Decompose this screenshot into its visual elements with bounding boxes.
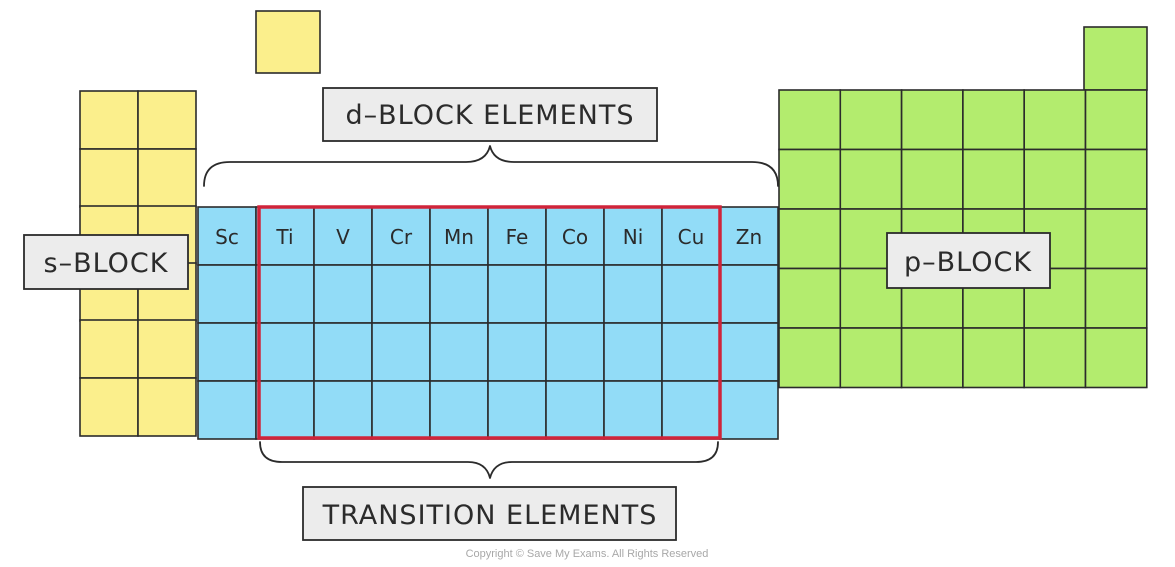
p-block-cell: [900, 148, 964, 210]
d-block-cell: [197, 322, 257, 382]
p-block-cell: [900, 327, 964, 389]
d-block-cell: [371, 380, 431, 440]
p-block-cell: [839, 327, 903, 389]
d-block-cell: [313, 264, 373, 324]
s-block-cell: [79, 377, 139, 437]
s-block-cell: [79, 90, 139, 150]
d-block-cell: [661, 380, 721, 440]
d-block-cell: [545, 322, 605, 382]
p-block-cell: [778, 267, 842, 329]
p-block-cells: [778, 89, 1148, 389]
element-symbol-zn: Zn: [736, 225, 762, 249]
helium-cell: [1083, 26, 1148, 91]
svg-text:TRANSITION ELEMENTS: TRANSITION ELEMENTS: [322, 500, 658, 531]
p-block-cell: [778, 89, 842, 151]
d-block-cell: [197, 380, 257, 440]
element-symbol-mn: Mn: [444, 225, 474, 249]
d-block-cell: [371, 264, 431, 324]
p-block-cell: [1023, 89, 1087, 151]
d-block-cell: [255, 380, 315, 440]
element-symbol-fe: Fe: [506, 225, 529, 249]
d-block-cell: [487, 380, 547, 440]
d-block-cells: [197, 206, 779, 440]
p-block-cell: [778, 148, 842, 210]
p-block-label: p–BLOCK: [886, 232, 1051, 289]
d-block-cell: [603, 322, 663, 382]
element-symbol-sc: Sc: [215, 225, 239, 249]
svg-text:s–BLOCK: s–BLOCK: [44, 248, 169, 279]
d-block-symbols: Sc Ti V Cr Mn Fe Co Ni Cu Zn: [215, 225, 762, 249]
p-block-cell: [1084, 148, 1148, 210]
d-block-cell: [429, 380, 489, 440]
p-block-cell: [839, 148, 903, 210]
p-block-cell: [1084, 89, 1148, 151]
d-block-cell: [313, 322, 373, 382]
p-block-cell: [839, 89, 903, 151]
transition-elements-outline: [257, 205, 722, 440]
p-block-cell: [962, 89, 1026, 151]
d-block-cell: [719, 264, 779, 324]
d-block-cell: [371, 206, 431, 266]
d-block-cell: [603, 206, 663, 266]
p-block-cell: [962, 327, 1026, 389]
d-block-cell: [545, 264, 605, 324]
p-block-cell: [1084, 267, 1148, 329]
d-block-brace: [203, 145, 779, 187]
element-symbol-ti: Ti: [275, 225, 293, 249]
d-block-cell: [603, 380, 663, 440]
element-symbol-ni: Ni: [623, 225, 644, 249]
s-block-cell: [137, 90, 197, 150]
element-symbol-cr: Cr: [390, 225, 413, 249]
d-block-cell: [255, 322, 315, 382]
d-block-cell: [719, 206, 779, 266]
p-block-cell: [1084, 327, 1148, 389]
d-block-cell: [255, 264, 315, 324]
d-block-cell: [429, 264, 489, 324]
svg-text:p–BLOCK: p–BLOCK: [904, 247, 1032, 278]
p-block-cell: [962, 148, 1026, 210]
d-block-cell: [661, 322, 721, 382]
d-block-cell: [719, 322, 779, 382]
s-block-cell: [79, 319, 139, 379]
s-block-cell: [137, 377, 197, 437]
svg-text:d–BLOCK ELEMENTS: d–BLOCK ELEMENTS: [346, 100, 635, 131]
p-block-cell: [900, 89, 964, 151]
s-block-label: s–BLOCK: [23, 234, 189, 290]
copyright-text: Copyright © Save My Exams. All Rights Re…: [466, 548, 709, 560]
d-block-cell: [545, 206, 605, 266]
d-block-cell: [197, 264, 257, 324]
d-block-cell: [429, 322, 489, 382]
d-block-cell: [603, 264, 663, 324]
transition-elements-label: TRANSITION ELEMENTS: [302, 486, 677, 541]
transition-brace: [259, 441, 719, 479]
d-block-cell: [371, 322, 431, 382]
hydrogen-cell: [255, 10, 321, 74]
s-block-cell: [137, 319, 197, 379]
s-block-cell: [137, 148, 197, 208]
element-symbol-co: Co: [562, 225, 588, 249]
d-block-cell: [487, 206, 547, 266]
p-block-cell: [778, 208, 842, 270]
d-block-cell: [661, 264, 721, 324]
element-symbol-v: V: [336, 225, 350, 249]
p-block-cell: [778, 327, 842, 389]
p-block-cell: [1023, 148, 1087, 210]
d-block-cell: [719, 380, 779, 440]
d-block-cell: [313, 380, 373, 440]
d-block-cell: [487, 322, 547, 382]
d-block-cell: [429, 206, 489, 266]
p-block-cell: [1023, 327, 1087, 389]
s-block-cell: [79, 148, 139, 208]
d-block-label: d–BLOCK ELEMENTS: [322, 87, 658, 142]
p-block-cell: [1084, 208, 1148, 270]
d-block-cell: [487, 264, 547, 324]
d-block-cell: [545, 380, 605, 440]
element-symbol-cu: Cu: [678, 225, 705, 249]
